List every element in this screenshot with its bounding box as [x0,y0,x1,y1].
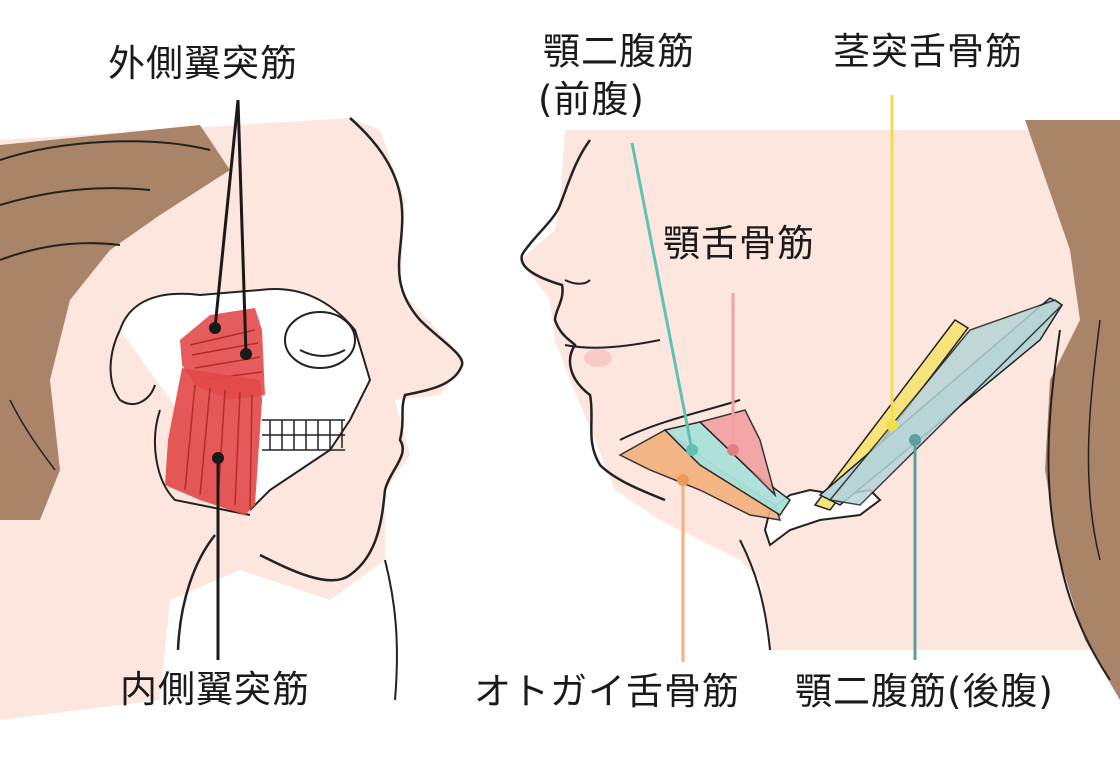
label-stylohyoid: 茎突舌骨筋 [833,30,1023,73]
right-leader-lines [630,95,921,662]
label-geniohyoid: オトガイ舌骨筋 [474,670,740,713]
label-digastric-anterior-line2: (前腹) [538,78,645,121]
label-lateral-pterygoid: 外側翼突筋 [108,42,298,85]
label-medial-pterygoid: 内側翼突筋 [120,668,310,711]
hair [0,125,230,520]
hair-back [1025,120,1120,700]
label-hyoglossus: 顎舌骨筋 [663,222,815,265]
digastric-posterior-muscle [818,297,1064,506]
medial-pterygoid-muscle [165,368,262,515]
label-digastric-posterior: 顎二腹筋(後腹) [795,670,1054,713]
label-digastric-anterior-line1: 顎二腹筋 [543,30,695,73]
right-head-profile [520,120,1120,700]
left-leader-lines [209,99,252,660]
